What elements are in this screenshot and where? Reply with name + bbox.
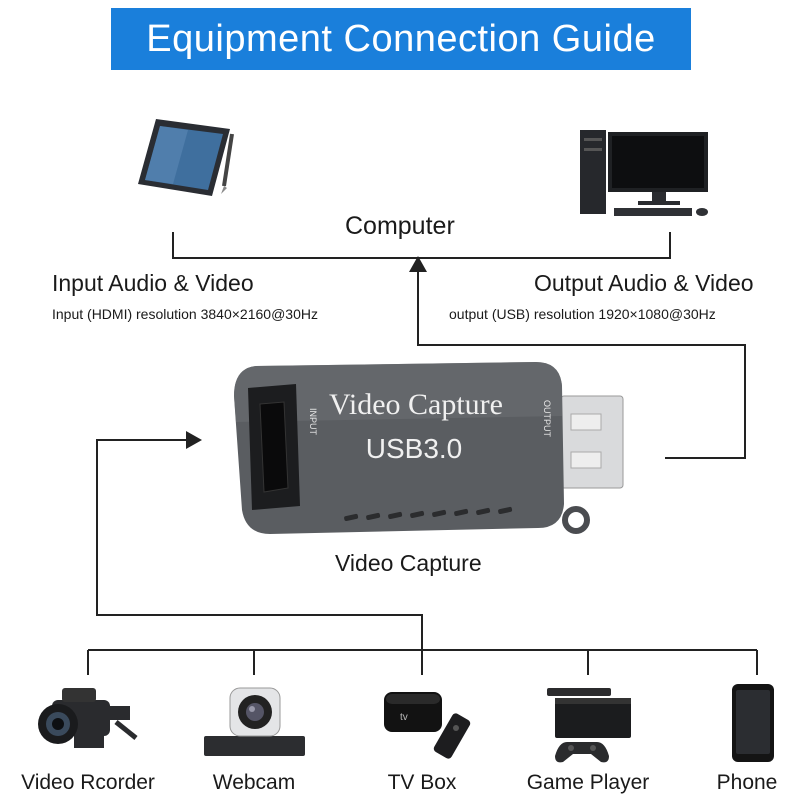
device-label-tv-box: TV Box (387, 771, 457, 794)
port-input-label: INPUT (308, 408, 318, 436)
output-detail: output (USB) resolution 1920×1080@30Hz (449, 306, 716, 322)
usb-plug (560, 395, 624, 489)
video-capture-device: Video Capture USB3.0 INPUT OUTPUT (234, 362, 624, 534)
tablet-icon (138, 119, 234, 196)
video-capture-label: Video Capture (335, 550, 482, 576)
capture-body-text: Video Capture (329, 388, 503, 421)
device-label-webcam: Webcam (212, 771, 296, 794)
capture-usb-text: USB3.0 (366, 433, 463, 464)
title-banner: Equipment Connection Guide (111, 8, 691, 70)
input-heading: Input Audio & Video (52, 270, 254, 296)
page-title: Equipment Connection Guide (146, 17, 656, 60)
desktop-computer-icon (580, 130, 708, 216)
svg-text:tv: tv (400, 712, 408, 723)
computer-label: Computer (345, 212, 455, 240)
tv-box-icon: tv (384, 692, 471, 759)
game-console-icon (547, 688, 631, 763)
device-label-video-recorder: Video Rcorder (21, 771, 155, 794)
device-label-phone: Phone (716, 771, 778, 794)
output-arrowhead (409, 256, 427, 272)
output-line (417, 270, 746, 459)
input-arrowhead (186, 431, 202, 449)
computer-bracket (172, 232, 671, 259)
phone-icon (732, 684, 774, 762)
input-detail: Input (HDMI) resolution 3840×2160@30Hz (52, 306, 318, 322)
video-recorder-icon (38, 688, 138, 748)
output-heading: Output Audio & Video (534, 270, 754, 296)
port-output-label: OUTPUT (542, 400, 552, 438)
input-line (96, 439, 423, 650)
device-label-game-player: Game Player (526, 771, 650, 794)
webcam-icon (204, 687, 305, 756)
